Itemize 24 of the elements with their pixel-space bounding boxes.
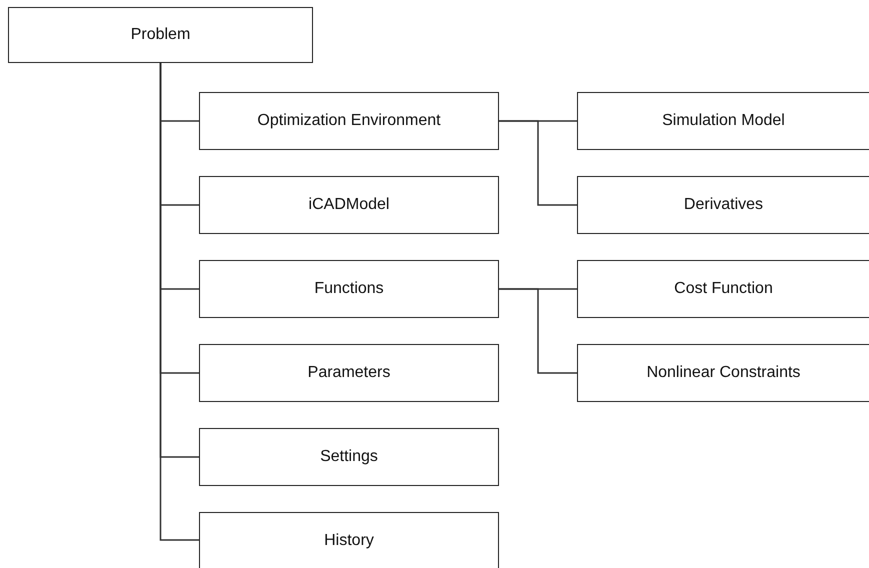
box-label: History [324,532,374,550]
box-label: Cost Function [674,280,773,298]
box-label: Simulation Model [662,112,785,130]
hierarchy-box [199,176,499,234]
hierarchy-box [199,512,499,568]
hierarchy-box [199,428,499,486]
hierarchy-box [577,92,869,150]
hierarchy-box [577,176,869,234]
box-label: Parameters [308,364,390,382]
box-label: Optimization Environment [257,112,441,130]
tree-connector [499,120,577,206]
hierarchy-box [577,260,869,318]
hierarchy-box [577,344,869,402]
tree-connector [499,288,577,374]
box-label: Derivatives [684,196,764,214]
hierarchy-box [199,344,499,402]
box-label: Functions [314,280,384,298]
hierarchy-box [199,92,499,150]
box-label: Problem [130,26,190,44]
hierarchy-box [8,7,313,63]
box-label: Settings [320,448,378,466]
box-label: Nonlinear Constraints [646,364,800,382]
hierarchy-box [199,260,499,318]
box-label: iCADModel [308,196,390,214]
